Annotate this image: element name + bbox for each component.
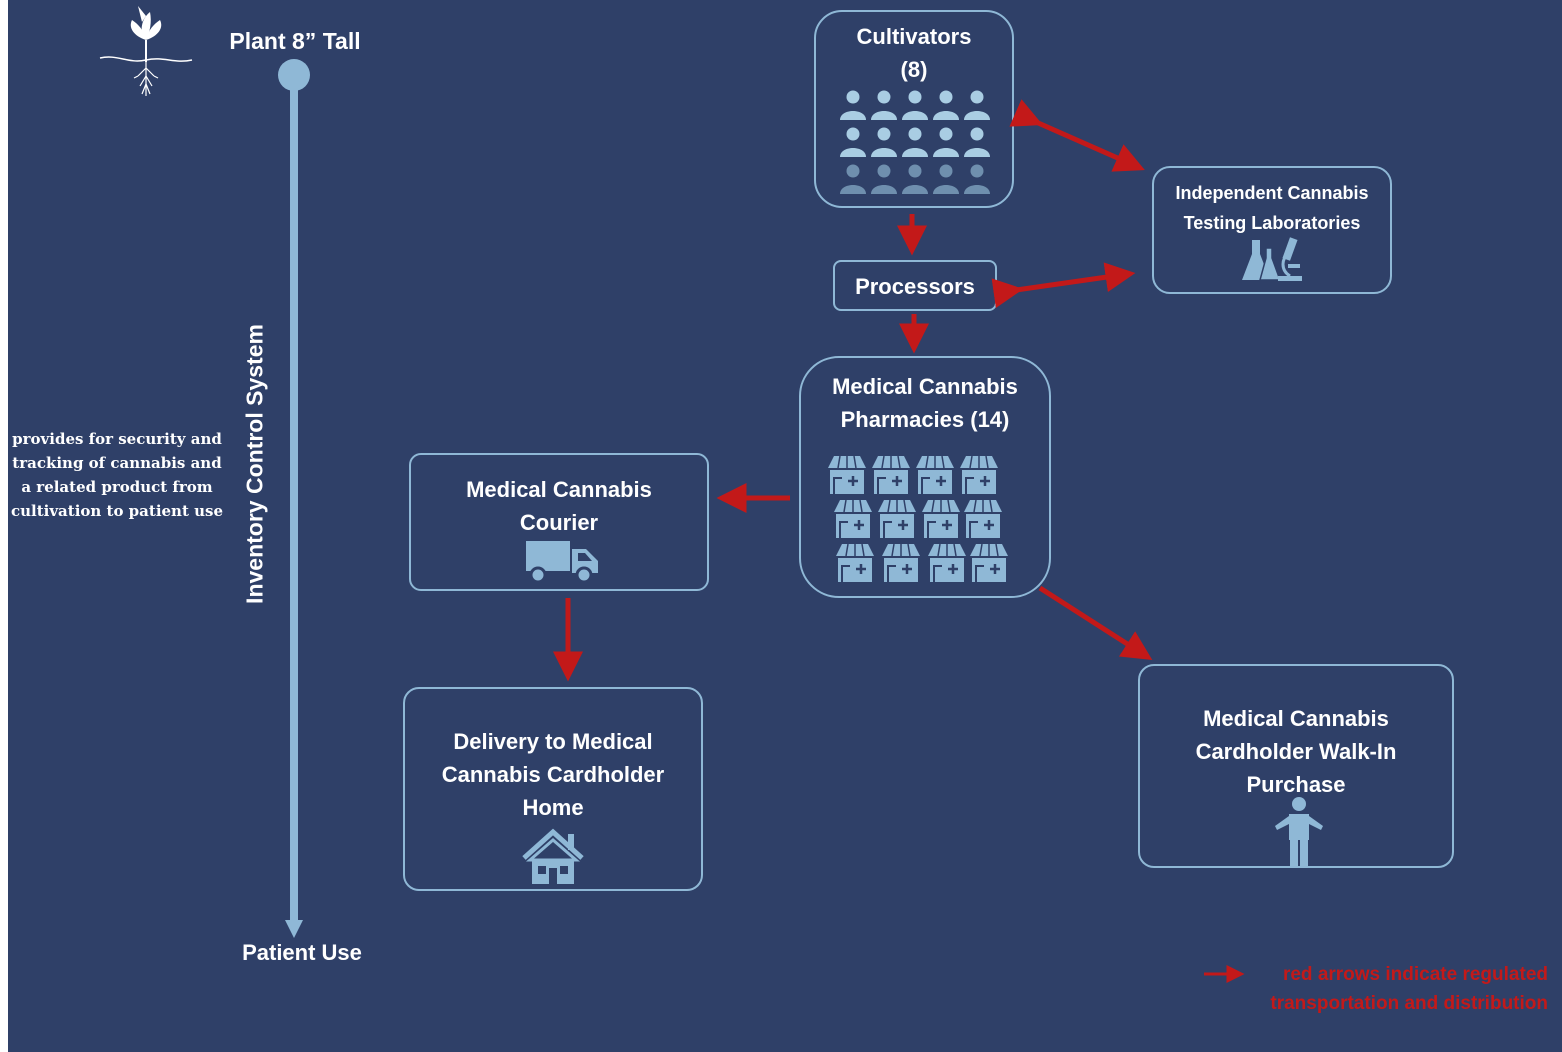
pharmacy-stores-icon (828, 455, 1008, 582)
timeline-axis (278, 59, 310, 938)
pharmacy-store-icon (928, 543, 966, 582)
pharmacy-store-icon (872, 455, 910, 494)
person-glyph (933, 90, 959, 120)
legend-text: red arrows indicate regulated transporta… (1270, 964, 1548, 1014)
pharmacy-store-icon (964, 499, 1002, 538)
person-glyph (902, 164, 928, 194)
pharmacy-store-icon (836, 543, 874, 582)
person-glyph (840, 164, 866, 194)
person-glyph (902, 127, 928, 157)
pharmacy-store-icon (916, 455, 954, 494)
person-glyph (933, 127, 959, 157)
person-glyph (871, 164, 897, 194)
arrow-processors-labs (991, 262, 1136, 309)
arrow-cultivators-labs (1009, 99, 1145, 172)
timeline-bottom-label: Patient Use (242, 940, 362, 965)
people-icon (840, 90, 990, 194)
person-icon (1275, 797, 1323, 868)
delivery-node: Delivery to Medical Cannabis Cardholder … (403, 687, 703, 891)
timeline-note: provides for security and tracking of ca… (10, 430, 224, 520)
person-glyph (964, 90, 990, 120)
person-glyph (871, 90, 897, 120)
person-glyph (933, 164, 959, 194)
pharmacy-store-icon (970, 543, 1008, 582)
pharmacy-store-icon (882, 543, 920, 582)
pharmacy-store-icon (828, 455, 866, 494)
arrow-pharmacies-walkin (1038, 585, 1153, 661)
delivery-truck-icon (526, 541, 598, 583)
person-glyph (964, 127, 990, 157)
walkin-label: Medical Cannabis Cardholder Walk-In Purc… (1195, 706, 1397, 797)
pharmacy-store-icon (878, 499, 916, 538)
pharmacies-label: Medical Cannabis Pharmacies (14) (832, 374, 1018, 432)
processors-node: Processors (833, 260, 997, 311)
person-glyph (902, 90, 928, 120)
pharmacy-store-icon (834, 499, 872, 538)
pharmacy-store-icon (960, 455, 998, 494)
timeline-top-label: Plant 8” Tall (229, 28, 361, 54)
courier-label: Medical Cannabis Courier (466, 477, 652, 535)
person-glyph (871, 127, 897, 157)
person-glyph (964, 164, 990, 194)
house-icon (522, 828, 584, 884)
person-glyph (840, 127, 866, 157)
plant-icon (99, 6, 193, 96)
pharmacy-store-icon (922, 499, 960, 538)
cultivators-label: Cultivators (8) (856, 24, 972, 82)
processors-label: Processors (855, 274, 975, 299)
labs-label: Independent Cannabis Testing Laboratorie… (1175, 183, 1369, 233)
person-glyph (840, 90, 866, 120)
delivery-label: Delivery to Medical Cannabis Cardholder … (441, 729, 665, 820)
lab-flask-microscope-icon (1242, 237, 1302, 281)
